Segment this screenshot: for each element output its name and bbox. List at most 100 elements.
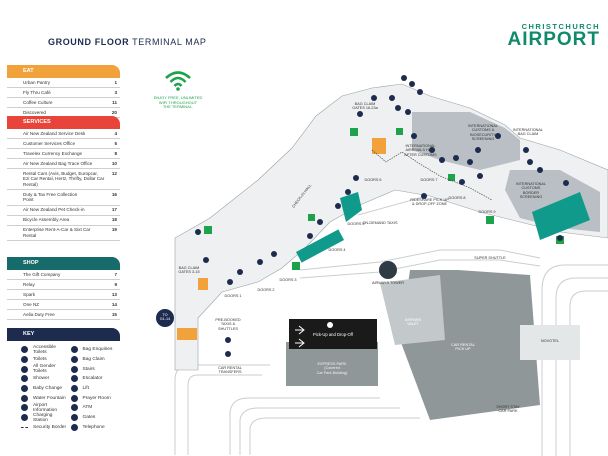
shop-heading: SHOP xyxy=(7,257,120,270)
all-gender-toilet-icon xyxy=(21,365,28,373)
key-item: Accessible Toilets xyxy=(21,345,69,355)
express-park xyxy=(286,342,378,386)
airport-logo: CHRISTCHURCH AIRPORT xyxy=(508,22,601,49)
airways-tower xyxy=(379,261,397,279)
label-novotel: NOVOTEL xyxy=(540,339,560,343)
atm-icon xyxy=(70,404,78,412)
label-pickup-dropoff: Pick-Up and Drop-Off xyxy=(313,332,353,337)
key-item: Airport Information xyxy=(21,403,69,413)
label-doors-5: DOORS 5 xyxy=(347,222,365,226)
bag-enquiries-icon xyxy=(70,346,78,354)
security-border xyxy=(371,149,493,201)
key-item: Bag Enquiries xyxy=(70,346,119,354)
label-airways-tower: AIRWAYS TOWER xyxy=(371,281,405,285)
key-item: ATM xyxy=(70,404,119,412)
key-item: Escalator xyxy=(70,375,119,383)
valet-area xyxy=(380,275,445,345)
water-fountain-icon xyxy=(21,394,28,402)
lift-icon xyxy=(70,385,78,392)
eat-heading: EAT xyxy=(7,65,120,78)
key-item: Water Fountain xyxy=(21,394,69,402)
label-doors-1: DOORS 1 xyxy=(224,294,242,298)
key-panel: KEY Accessible Toilets Bag Enquiries Toi… xyxy=(7,328,120,448)
bag-claim-icon xyxy=(70,355,78,363)
label-doors-8: DOORS 8 xyxy=(448,196,466,200)
international-area xyxy=(412,112,520,170)
key-item: Telephone xyxy=(70,423,119,432)
telephone-icon xyxy=(70,423,78,431)
toilet-icon xyxy=(21,355,28,363)
page-title-bold: GROUND FLOOR xyxy=(48,37,130,47)
key-item: Lift xyxy=(70,385,119,393)
label-doors-4: DOORS 4 xyxy=(328,248,346,252)
logo-top-text: CHRISTCHURCH xyxy=(521,22,600,31)
label-doors-6: DOORS 6 xyxy=(364,178,382,182)
key-item: Prayer Room xyxy=(70,394,119,402)
shower-icon xyxy=(21,375,28,383)
page-title: GROUND FLOOR TERMINAL MAP xyxy=(48,37,207,47)
logo-main-text: AIRPORT xyxy=(507,29,600,50)
airport-information-icon xyxy=(21,404,28,412)
key-item: All Gender Toilets xyxy=(21,364,69,374)
key-item: Toilets xyxy=(21,355,69,364)
stairs-icon xyxy=(70,365,78,373)
key-item: Baby Change xyxy=(21,385,69,393)
label-rideshare: RIDESHARE PICK-UP& DROP-OFF ZONE xyxy=(410,198,449,207)
accessible-toilet-icon xyxy=(21,346,28,354)
baby-change-icon xyxy=(21,385,28,392)
wifi-icon xyxy=(165,71,191,91)
label-super-shuttle: SUPER SHUTTLE xyxy=(474,256,506,260)
key-item: Bag Claim xyxy=(70,355,119,364)
label-doors-3: DOORS 3 xyxy=(279,278,297,282)
terminal-map xyxy=(156,75,608,456)
gates-icon xyxy=(70,414,78,422)
to-gates-marker xyxy=(156,309,174,327)
key-heading: KEY xyxy=(7,328,120,341)
key-item: Security Border xyxy=(21,424,69,432)
escalator-icon xyxy=(70,375,78,383)
baggage-area xyxy=(372,138,386,154)
page-title-rest: TERMINAL MAP xyxy=(132,37,207,47)
key-item: Shower xyxy=(21,375,69,383)
label-on-demand-taxis: ON-DEMAND TAXIS xyxy=(362,221,398,225)
international-screening-zone xyxy=(532,192,590,240)
label-doors-7: DOORS 7 xyxy=(420,178,438,182)
prayer-room-icon xyxy=(70,394,78,402)
security-border-icon xyxy=(21,426,28,428)
services-heading: SERVICES xyxy=(7,116,120,129)
key-item: Stairs xyxy=(70,365,119,373)
pickup-dropoff-zone xyxy=(289,319,377,349)
charging-station-icon xyxy=(21,414,28,422)
label-doors-2: DOORS 2 xyxy=(257,288,275,292)
